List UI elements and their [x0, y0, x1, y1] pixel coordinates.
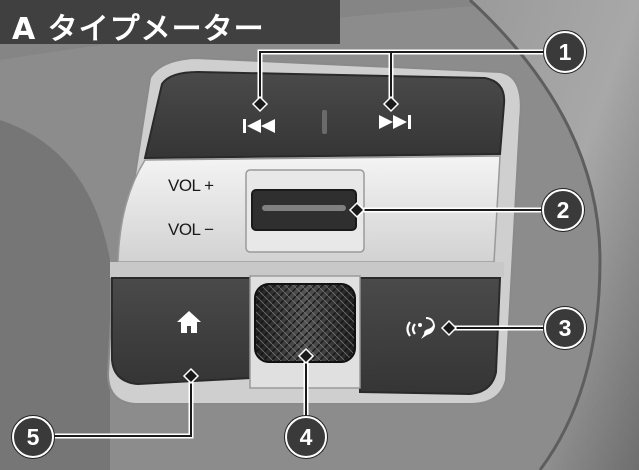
skip-previous-icon[interactable] — [242, 118, 278, 134]
diagram-title: A タイプメーター — [12, 12, 265, 47]
voice-command-icon[interactable] — [404, 316, 438, 342]
title-banner: A タイプメーター — [0, 0, 340, 47]
callout-4: 4 — [285, 416, 327, 458]
callout-5: 5 — [12, 416, 54, 458]
home-icon[interactable] — [176, 310, 202, 334]
callout-2: 2 — [542, 189, 584, 231]
callout-3: 3 — [544, 307, 586, 349]
skip-next-icon[interactable] — [376, 114, 412, 130]
callout-1: 1 — [544, 31, 586, 73]
volume-up-label: VOL + — [168, 176, 214, 195]
volume-down-label: VOL − — [168, 220, 214, 239]
